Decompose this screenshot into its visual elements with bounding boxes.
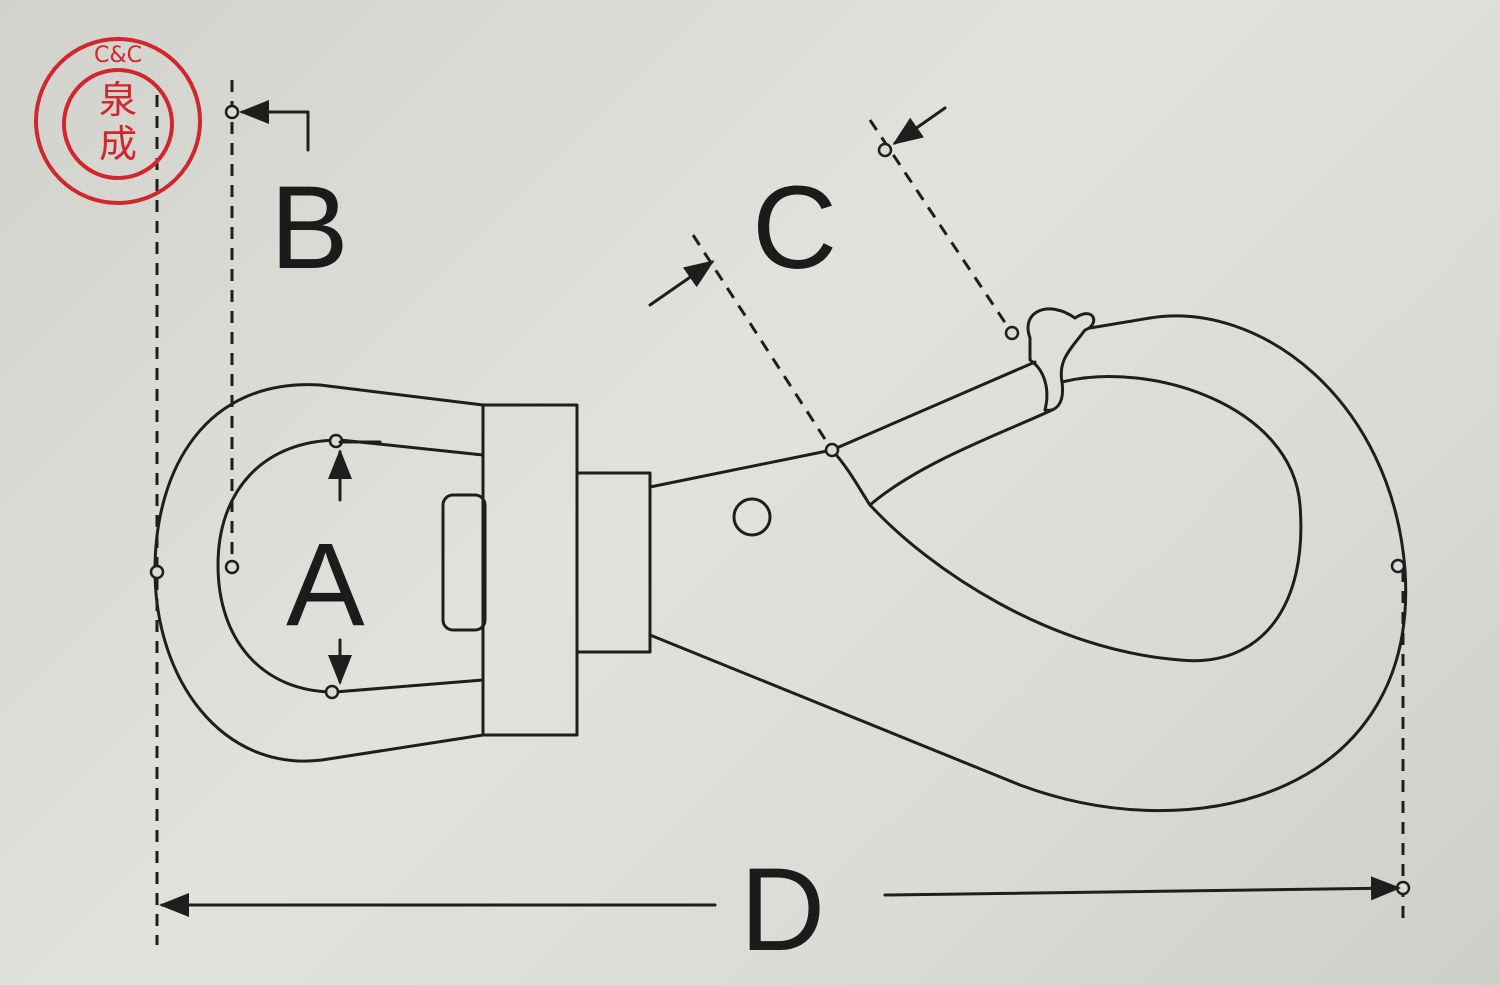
cc-seal-logo: C&C 泉 成 (34, 37, 202, 205)
label-a: A (286, 519, 365, 651)
gate-latch-knob (1026, 307, 1096, 412)
seal-char-2: 成 (99, 122, 137, 166)
c-extension-line-1 (691, 234, 834, 451)
swivel-neck (575, 471, 652, 654)
eye-inner-outline (216, 438, 485, 694)
c-point-2 (1004, 325, 1020, 341)
label-c: C (752, 162, 837, 294)
d-point-right (1390, 558, 1406, 574)
c-point-3 (877, 142, 893, 158)
d-point-left (149, 564, 165, 580)
a-point-bottom (324, 684, 340, 700)
rivet-hole (732, 497, 772, 537)
b-point-upper (224, 104, 240, 120)
c-extension-line-2 (868, 119, 1014, 334)
seal-outer-ring (34, 37, 202, 205)
hook-top-edge (648, 360, 1037, 489)
b-point-lower (224, 559, 240, 575)
seal-inner-ring (62, 68, 174, 180)
swivel-block (481, 403, 579, 737)
seal-char-1: 泉 (99, 78, 137, 122)
seal-top-text: C&C (94, 43, 142, 68)
hook-inner-edge (868, 375, 1303, 663)
label-d: D (740, 844, 825, 976)
hook-outer-edge (648, 314, 1408, 812)
b-leader (273, 110, 310, 152)
c-arrow-1 (648, 260, 715, 307)
c-point-1 (824, 442, 840, 458)
swivel-slot (441, 493, 487, 632)
d-arrow-right (883, 876, 1401, 901)
c-arrow-2 (892, 106, 947, 145)
label-b: B (270, 162, 349, 294)
gate-hinge (830, 448, 872, 507)
